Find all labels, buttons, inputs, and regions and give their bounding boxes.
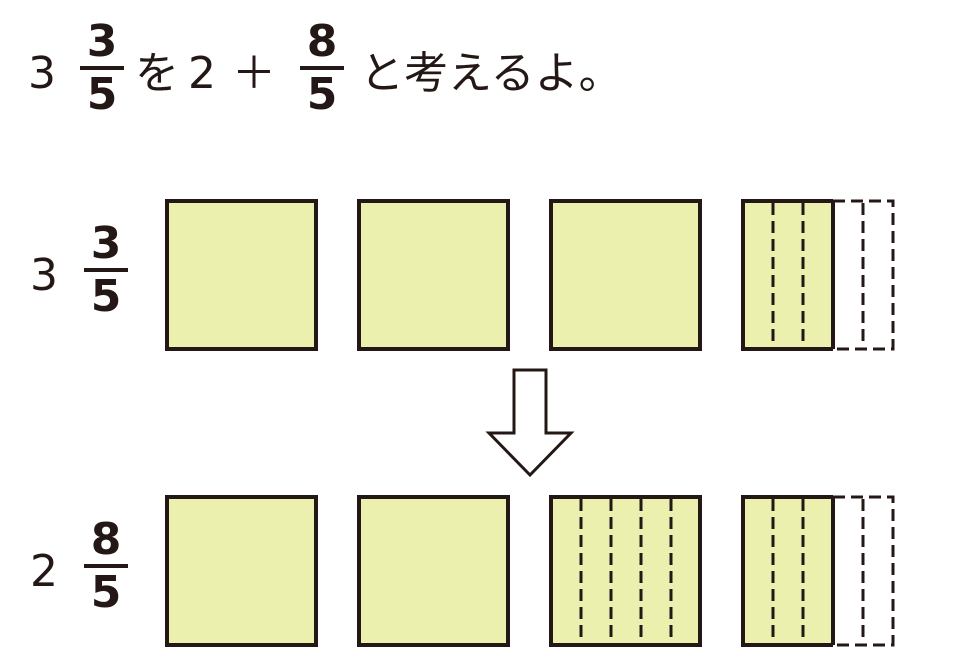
heading-plus: ＋ [232, 48, 276, 99]
fraction-bar [84, 268, 128, 272]
heading-text-to-kangaeru: と考えるよ。 [360, 48, 623, 99]
heading-fraction2-numerator: 8 [306, 16, 338, 67]
row1-partial-square [741, 199, 895, 351]
row2-fraction: 8 5 [84, 518, 128, 615]
row1-missing-outline [833, 199, 895, 351]
row1-denominator: 5 [90, 271, 122, 322]
row2-whole-square-2 [357, 495, 510, 647]
row1-partial-fill [743, 201, 833, 349]
heading: 3 3 5 を 2 ＋ 8 5 と考えるよ。 [0, 0, 960, 130]
row2-denominator: 5 [90, 567, 122, 618]
heading-fraction-numerator: 3 [86, 16, 118, 67]
heading-fraction2-denominator: 5 [306, 69, 338, 120]
row1-whole-square-1 [165, 199, 318, 351]
row1-partial-outline [741, 199, 833, 351]
row2-partial-outline [741, 495, 833, 647]
row2-missing-outline [833, 495, 895, 647]
heading-fraction-denominator: 5 [86, 69, 118, 120]
fraction-bar [84, 564, 128, 568]
fraction-bar [80, 66, 124, 70]
row2-fifths-square [549, 495, 702, 647]
heading-text-wo: を [135, 48, 179, 99]
heading-whole-2: 2 [188, 48, 216, 99]
row2-partial-square [741, 495, 895, 647]
row2-partial-fill [743, 497, 833, 645]
row2-numerator: 8 [90, 514, 122, 565]
down-arrow-icon [485, 368, 575, 478]
row1-whole: 3 [30, 250, 58, 301]
row1-numerator: 3 [90, 218, 122, 269]
row2-whole: 2 [30, 546, 58, 597]
row2-fifths-outline [549, 495, 702, 647]
heading-fraction-8-5: 8 5 [300, 20, 344, 117]
row2-whole-square-1 [165, 495, 318, 647]
heading-fraction-3-5: 3 5 [80, 20, 124, 117]
fraction-bar [300, 66, 344, 70]
row1-whole-square-3 [549, 199, 702, 351]
row1-fraction: 3 5 [84, 222, 128, 319]
row1-whole-square-2 [357, 199, 510, 351]
heading-whole-3: 3 [28, 48, 56, 99]
